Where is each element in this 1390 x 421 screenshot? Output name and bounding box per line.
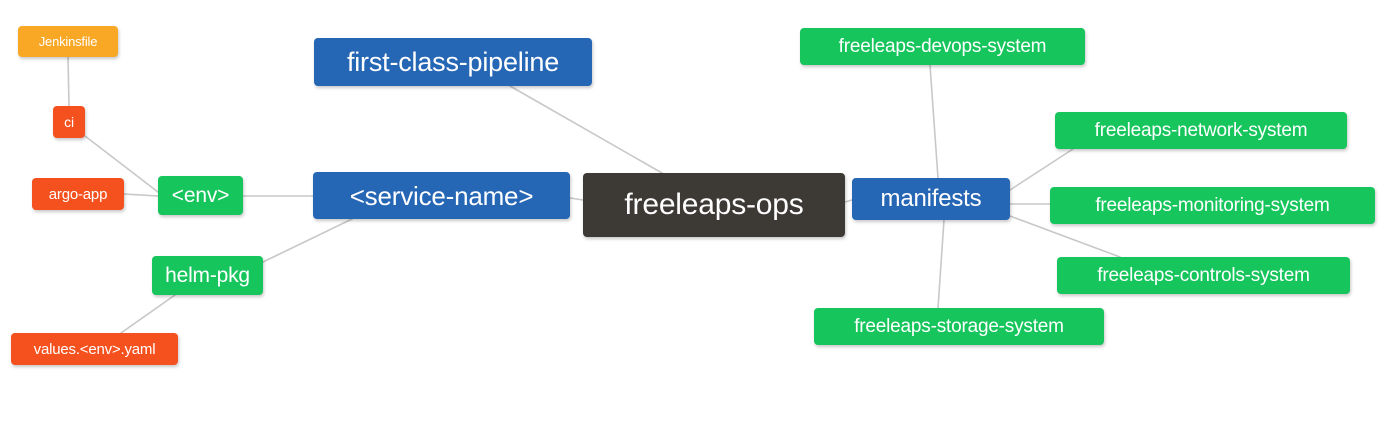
node-label-storage-system: freeleaps-storage-system <box>854 316 1064 337</box>
node-label-manifests: manifests <box>880 185 982 212</box>
node-label-argo-app: argo-app <box>48 185 108 203</box>
node-controls-system[interactable]: freeleaps-controls-system <box>1057 257 1350 294</box>
node-label-monitoring-system: freeleaps-monitoring-system <box>1095 195 1330 216</box>
node-freeleaps-ops[interactable]: freeleaps-ops <box>583 173 845 237</box>
node-service-name[interactable]: <service-name> <box>313 172 570 219</box>
node-monitoring-system[interactable]: freeleaps-monitoring-system <box>1050 187 1375 224</box>
node-label-env: <env> <box>171 184 230 207</box>
node-label-first-class-pipeline: first-class-pipeline <box>346 46 560 77</box>
node-jenkinsfile[interactable]: Jenkinsfile <box>18 26 118 57</box>
node-label-ci: ci <box>64 114 74 130</box>
node-env[interactable]: <env> <box>158 176 243 215</box>
node-storage-system[interactable]: freeleaps-storage-system <box>814 308 1104 345</box>
node-values-yaml[interactable]: values.<env>.yaml <box>11 333 178 365</box>
node-label-service-name: <service-name> <box>349 180 534 211</box>
node-devops-system[interactable]: freeleaps-devops-system <box>800 28 1085 65</box>
node-first-class-pipeline[interactable]: first-class-pipeline <box>314 38 592 86</box>
node-label-network-system: freeleaps-network-system <box>1094 120 1308 141</box>
node-helm-pkg[interactable]: helm-pkg <box>152 256 263 295</box>
node-label-values-yaml: values.<env>.yaml <box>33 340 156 358</box>
node-label-freeleaps-ops: freeleaps-ops <box>624 188 804 221</box>
node-network-system[interactable]: freeleaps-network-system <box>1055 112 1347 149</box>
node-manifests[interactable]: manifests <box>852 178 1010 220</box>
node-label-controls-system: freeleaps-controls-system <box>1097 265 1310 286</box>
node-label-helm-pkg: helm-pkg <box>165 264 250 287</box>
node-label-devops-system: freeleaps-devops-system <box>838 36 1047 57</box>
node-ci[interactable]: ci <box>53 106 85 138</box>
node-argo-app[interactable]: argo-app <box>32 178 124 210</box>
node-label-jenkinsfile: Jenkinsfile <box>38 34 98 49</box>
